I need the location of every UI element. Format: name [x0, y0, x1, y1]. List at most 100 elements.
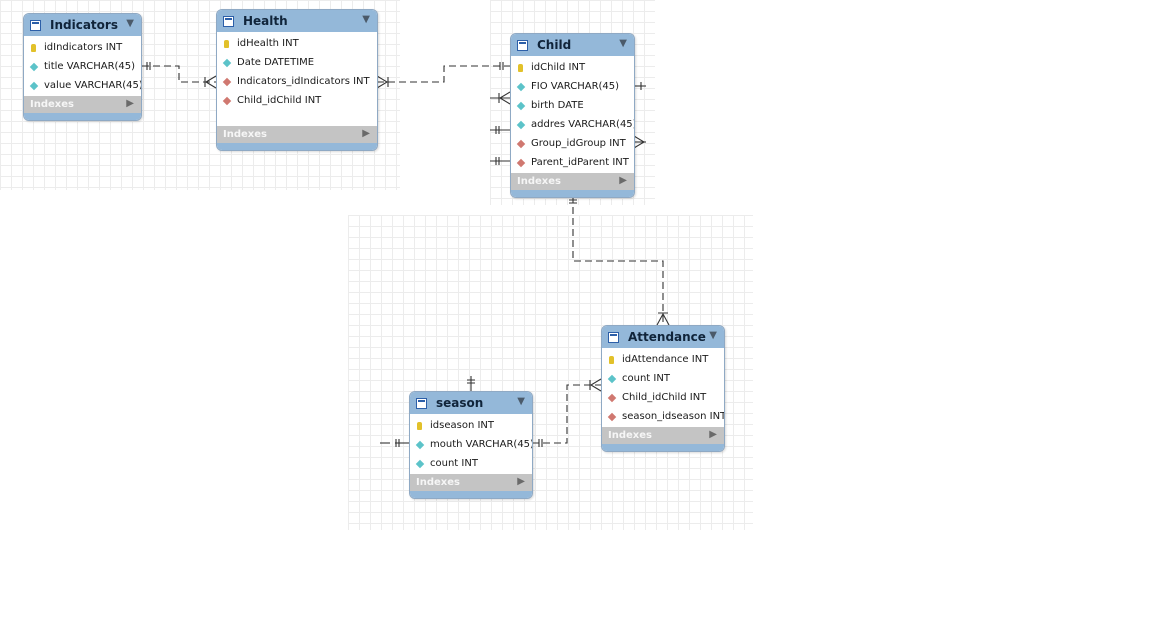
table-icon — [608, 331, 619, 343]
table-header[interactable]: Attendance ▼ — [602, 326, 724, 348]
column-row[interactable]: count INT — [410, 454, 532, 473]
diamond-icon — [415, 459, 424, 468]
column-row[interactable]: season_idseason INT — [602, 407, 724, 426]
column-row[interactable]: Indicators_idIndicators INT — [217, 72, 377, 91]
indexes-section[interactable]: Indexes ▶ — [511, 173, 634, 190]
table-footer — [217, 143, 377, 150]
key-icon — [415, 421, 424, 430]
column-label: mouth VARCHAR(45) — [430, 439, 533, 450]
foreign-key-diamond-icon — [516, 139, 525, 148]
column-label: Group_idGroup INT — [531, 138, 626, 149]
column-row[interactable]: Date DATETIME — [217, 53, 377, 72]
key-icon — [222, 39, 231, 48]
column-row[interactable]: Group_idGroup INT — [511, 134, 634, 153]
table-footer — [602, 444, 724, 451]
relation-stub-child-left-2[interactable] — [490, 126, 510, 134]
column-label: Parent_idParent INT — [531, 157, 629, 168]
table-header[interactable]: Health ▼ — [217, 10, 377, 32]
relation-indicators-health[interactable] — [142, 62, 217, 89]
column-row[interactable]: addres VARCHAR(45) — [511, 115, 634, 134]
triangle-right-icon[interactable]: ▶ — [517, 476, 525, 487]
indexes-label: Indexes — [30, 99, 74, 110]
column-row[interactable]: idAttendance INT — [602, 350, 724, 369]
column-label: idAttendance INT — [622, 354, 709, 365]
column-row[interactable]: value VARCHAR(45) — [24, 76, 141, 95]
column-row[interactable]: idHealth INT — [217, 34, 377, 53]
triangle-right-icon[interactable]: ▶ — [619, 175, 627, 186]
foreign-key-diamond-icon — [607, 412, 616, 421]
table-title: Child — [537, 38, 572, 52]
table-footer — [511, 190, 634, 197]
indexes-label: Indexes — [223, 129, 267, 140]
column-label: idseason INT — [430, 420, 494, 431]
table-title: season — [436, 396, 484, 410]
column-label: Date DATETIME — [237, 57, 315, 68]
column-label: count INT — [430, 458, 478, 469]
relation-stub-child-right-1[interactable] — [634, 82, 646, 90]
indexes-section[interactable]: Indexes ▶ — [24, 96, 141, 113]
column-label: addres VARCHAR(45) — [531, 119, 635, 130]
table-icon — [416, 397, 427, 409]
column-row[interactable]: FIO VARCHAR(45) — [511, 77, 634, 96]
column-row[interactable]: mouth VARCHAR(45) — [410, 435, 532, 454]
foreign-key-diamond-icon — [607, 393, 616, 402]
table-season[interactable]: season ▼ idseason INT mouth VARCHAR(45) … — [409, 391, 533, 499]
foreign-key-diamond-icon — [222, 96, 231, 105]
diamond-icon — [516, 120, 525, 129]
column-label: idHealth INT — [237, 38, 299, 49]
chevron-down-icon[interactable]: ▼ — [619, 38, 627, 49]
column-label: FIO VARCHAR(45) — [531, 81, 620, 92]
key-icon — [607, 355, 616, 364]
column-row[interactable]: count INT — [602, 369, 724, 388]
triangle-right-icon[interactable]: ▶ — [709, 429, 717, 440]
diamond-icon — [516, 82, 525, 91]
relation-stub-season-left[interactable] — [380, 439, 410, 447]
relation-season-attendance[interactable] — [532, 378, 602, 447]
relation-stub-season-top[interactable] — [467, 376, 475, 391]
chevron-down-icon[interactable]: ▼ — [709, 330, 717, 341]
table-icon — [30, 19, 41, 31]
column-row[interactable]: idseason INT — [410, 416, 532, 435]
column-label: idIndicators INT — [44, 42, 123, 53]
table-attendance[interactable]: Attendance ▼ idAttendance INT count INT … — [601, 325, 725, 452]
relation-stub-child-left-1[interactable] — [490, 91, 511, 105]
relation-child-attendance[interactable] — [569, 196, 670, 326]
column-row[interactable]: Parent_idParent INT — [511, 153, 634, 172]
table-icon — [517, 39, 528, 51]
column-label: count INT — [622, 373, 670, 384]
table-child[interactable]: Child ▼ idChild INT FIO VARCHAR(45) birt… — [510, 33, 635, 198]
chevron-down-icon[interactable]: ▼ — [126, 18, 134, 29]
column-row[interactable]: birth DATE — [511, 96, 634, 115]
column-label: birth DATE — [531, 100, 584, 111]
column-row[interactable]: Child_idChild INT — [602, 388, 724, 407]
column-row[interactable]: title VARCHAR(45) — [24, 57, 141, 76]
indexes-section[interactable]: Indexes ▶ — [410, 474, 532, 491]
column-label: Child_idChild INT — [622, 392, 707, 403]
table-title: Indicators — [50, 18, 118, 32]
column-label: Indicators_idIndicators INT — [237, 76, 370, 87]
column-label: value VARCHAR(45) — [44, 80, 142, 91]
table-header[interactable]: Indicators ▼ — [24, 14, 141, 36]
foreign-key-diamond-icon — [516, 158, 525, 167]
indexes-section[interactable]: Indexes ▶ — [217, 126, 377, 143]
table-icon — [223, 15, 234, 27]
table-footer — [410, 491, 532, 498]
chevron-down-icon[interactable]: ▼ — [362, 14, 370, 25]
column-label: idChild INT — [531, 62, 586, 73]
relation-child-health[interactable] — [376, 62, 510, 89]
key-icon — [516, 63, 525, 72]
table-header[interactable]: Child ▼ — [511, 34, 634, 56]
relation-stub-child-right-2[interactable] — [633, 135, 646, 149]
table-health[interactable]: Health ▼ idHealth INT Date DATETIME Indi… — [216, 9, 378, 151]
column-row[interactable]: Child_idChild INT — [217, 91, 377, 110]
triangle-right-icon[interactable]: ▶ — [362, 128, 370, 139]
indexes-section[interactable]: Indexes ▶ — [602, 427, 724, 444]
chevron-down-icon[interactable]: ▼ — [517, 396, 525, 407]
relation-stub-child-left-3[interactable] — [490, 157, 510, 165]
column-row[interactable]: idChild INT — [511, 58, 634, 77]
table-header[interactable]: season ▼ — [410, 392, 532, 414]
table-indicators[interactable]: Indicators ▼ idIndicators INT title VARC… — [23, 13, 142, 121]
column-row[interactable]: idIndicators INT — [24, 38, 141, 57]
triangle-right-icon[interactable]: ▶ — [126, 98, 134, 109]
